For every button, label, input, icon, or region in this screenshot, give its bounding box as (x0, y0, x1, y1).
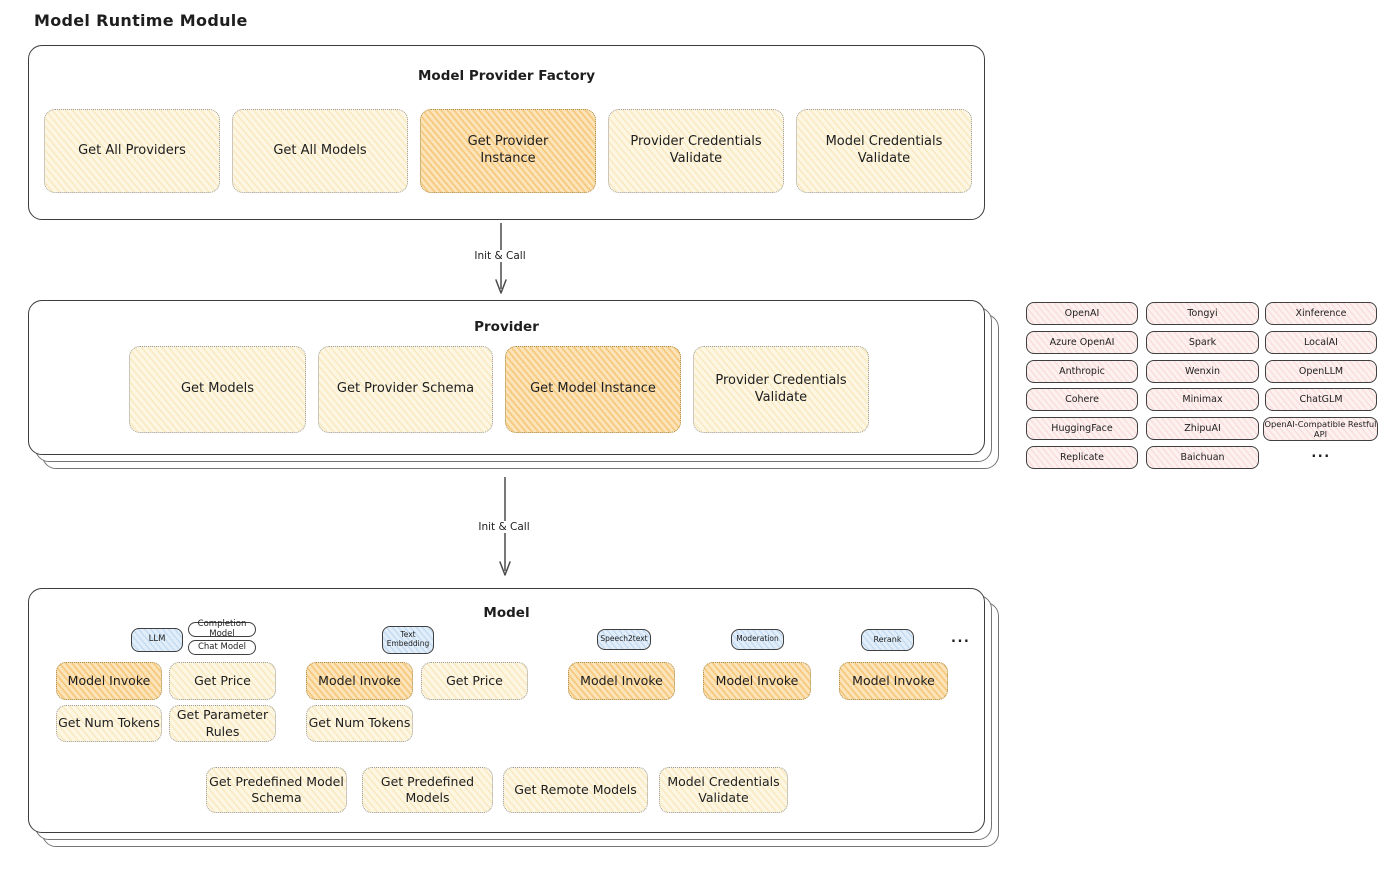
provider-chip-baichuan: Baichuan (1146, 446, 1259, 469)
node-llm-get-parameter-rules: Get Parameter Rules (169, 705, 276, 742)
connector-init-call-label: Init & Call (467, 250, 533, 262)
provider-chip-zhipuai: ZhipuAI (1146, 417, 1259, 440)
provider-chip-openai: OpenAI (1026, 302, 1138, 325)
provider-chip-localai: LocalAI (1265, 331, 1377, 354)
node-text-embedding-get-num-tokens: Get Num Tokens (306, 705, 413, 742)
badge-chat-model: Chat Model (188, 640, 256, 655)
node-get-provider-schema: Get Provider Schema (318, 346, 493, 433)
connector-init-call-label-2: Init & Call (471, 521, 537, 533)
provider-chip-openllm: OpenLLM (1265, 360, 1377, 383)
node-get-predefined-models: Get Predefined Models (362, 767, 493, 813)
badge-speech2text: Speech2text (597, 629, 651, 650)
provider-chip-tongyi: Tongyi (1146, 302, 1259, 325)
node-provider-credentials-validate: Provider Credentials Validate (608, 109, 784, 193)
provider-chip-openai-compatible: OpenAI-Compatible Restful API (1263, 417, 1378, 441)
provider-label: Provider (474, 319, 539, 335)
node-rerank-model-invoke: Model Invoke (839, 662, 948, 700)
node-llm-get-num-tokens: Get Num Tokens (56, 705, 162, 742)
node-get-model-instance: Get Model Instance (505, 346, 681, 433)
node-model-credentials-validate-2: Model Credentials Validate (659, 767, 788, 813)
model-more: ... (951, 631, 971, 646)
node-moderation-model-invoke: Model Invoke (703, 662, 811, 700)
node-provider-credentials-validate-2: Provider Credentials Validate (693, 346, 869, 433)
factory-label: Model Provider Factory (417, 68, 596, 84)
provider-chip-wenxin: Wenxin (1146, 360, 1259, 383)
node-text-embedding-model-invoke: Model Invoke (306, 662, 413, 700)
badge-moderation: Moderation (731, 629, 784, 650)
node-get-all-models: Get All Models (232, 109, 408, 193)
provider-box: Provider Get Models Get Provider Schema … (28, 300, 985, 455)
node-speech2text-model-invoke: Model Invoke (568, 662, 675, 700)
node-llm-model-invoke: Model Invoke (56, 662, 162, 700)
node-get-provider-instance: Get Provider Instance (420, 109, 596, 193)
provider-chip-cohere: Cohere (1026, 388, 1138, 411)
provider-chip-chatglm: ChatGLM (1265, 388, 1377, 411)
node-model-credentials-validate: Model Credentials Validate (796, 109, 972, 193)
model-label: Model (483, 605, 530, 621)
provider-chip-anthropic: Anthropic (1026, 360, 1138, 383)
provider-chip-xinference: Xinference (1265, 302, 1377, 325)
model-box: Model LLM Completion Model Chat Model Te… (28, 588, 985, 833)
provider-chip-azure-openai: Azure OpenAI (1026, 331, 1138, 354)
node-get-remote-models: Get Remote Models (503, 767, 648, 813)
badge-text-embedding: Text Embedding (382, 626, 434, 654)
node-llm-get-price: Get Price (169, 662, 276, 700)
provider-chip-spark: Spark (1146, 331, 1259, 354)
badge-completion-model: Completion Model (188, 619, 256, 638)
provider-chip-replicate: Replicate (1026, 446, 1138, 469)
diagram-title: Model Runtime Module (34, 11, 248, 30)
provider-catalog-more: ... (1311, 446, 1331, 461)
badge-rerank: Rerank (861, 629, 914, 651)
node-get-predefined-model-schema: Get Predefined Model Schema (206, 767, 347, 813)
node-get-all-providers: Get All Providers (44, 109, 220, 193)
node-get-models: Get Models (129, 346, 306, 433)
node-text-embedding-get-price: Get Price (421, 662, 528, 700)
badge-llm: LLM (131, 628, 183, 652)
factory-box: Model Provider Factory Get All Providers… (28, 45, 985, 220)
provider-chip-minimax: Minimax (1146, 388, 1259, 411)
provider-chip-huggingface: HuggingFace (1026, 417, 1138, 440)
